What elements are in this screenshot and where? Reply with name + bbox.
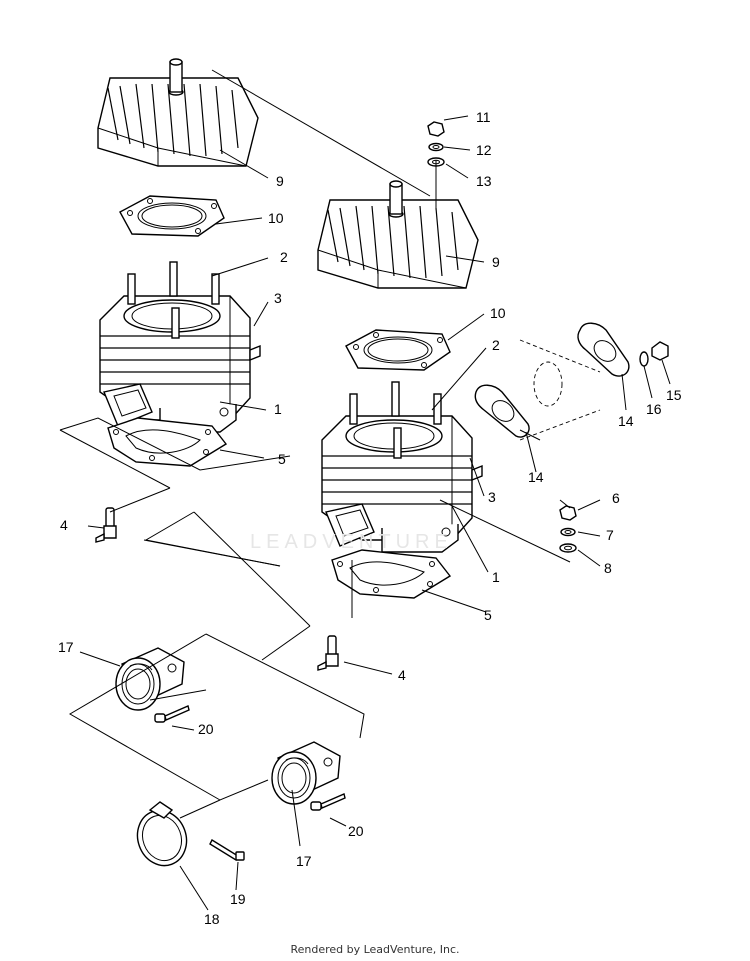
cylinder-right [321, 381, 483, 553]
exhaust-washer [639, 351, 649, 367]
callout-9-right: 9 [492, 254, 500, 270]
callout-1-right: 1 [492, 569, 500, 585]
exhaust-nut-and-washers [559, 505, 577, 553]
intake-adapter-right [271, 741, 341, 805]
base-gasket-right [331, 549, 451, 599]
exhaust-gasket-inner [474, 384, 530, 438]
callout-1-left: 1 [274, 401, 282, 417]
clamp-screw [209, 839, 245, 861]
intake-adapter-left [115, 647, 185, 711]
head-gasket-left [119, 195, 225, 237]
callout-6: 6 [612, 490, 620, 506]
callout-18: 18 [204, 911, 220, 927]
callout-12: 12 [476, 142, 492, 158]
callout-leaders [79, 115, 671, 911]
cylinder-head-right [317, 180, 479, 289]
bleed-fitting-right [317, 635, 339, 671]
exhaust-port-ghost [533, 361, 563, 407]
callout-3-right: 3 [488, 489, 496, 505]
exhaust-alignment-lines [519, 339, 601, 441]
callout-10-right: 10 [490, 305, 506, 321]
callout-9-left: 9 [276, 173, 284, 189]
assembly-lines [59, 69, 571, 819]
head-nut-and-washers [427, 121, 445, 167]
callout-17-right: 17 [296, 853, 312, 869]
bleed-fitting-left [95, 507, 117, 543]
adapter-bolt-right [310, 793, 346, 811]
callout-2-left: 2 [280, 249, 288, 265]
adapter-bolt-left [154, 705, 190, 723]
head-gasket-right [345, 329, 451, 371]
hose-clamp [136, 801, 188, 867]
callout-5-right: 5 [484, 607, 492, 623]
callout-20-left: 20 [198, 721, 214, 737]
footer-credit: Rendered by LeadVenture, Inc. [290, 943, 460, 956]
callout-14-outer: 14 [618, 413, 634, 429]
exhaust-nut [651, 341, 669, 361]
callout-8: 8 [604, 560, 612, 576]
callout-11: 11 [476, 109, 491, 125]
callout-7: 7 [606, 527, 614, 543]
callout-10-left: 10 [268, 210, 284, 226]
callout-4-left: 4 [60, 517, 68, 533]
callout-4-right: 4 [398, 667, 406, 683]
cylinder-left [99, 261, 261, 433]
base-gasket-left [107, 417, 227, 467]
callout-19: 19 [230, 891, 246, 907]
callout-14-inner: 14 [528, 469, 544, 485]
callout-17-left: 17 [58, 639, 74, 655]
callout-20-right: 20 [348, 823, 364, 839]
callout-13: 13 [476, 173, 492, 189]
exhaust-gasket-outer [577, 322, 630, 377]
cylinder-head-left [97, 58, 259, 167]
callout-2-right: 2 [492, 337, 500, 353]
callout-16: 16 [646, 401, 662, 417]
watermark: LEADVENTURE [250, 531, 453, 553]
callout-5-left: 5 [278, 451, 286, 467]
callout-15: 15 [666, 387, 682, 403]
callout-3-left: 3 [274, 290, 282, 306]
